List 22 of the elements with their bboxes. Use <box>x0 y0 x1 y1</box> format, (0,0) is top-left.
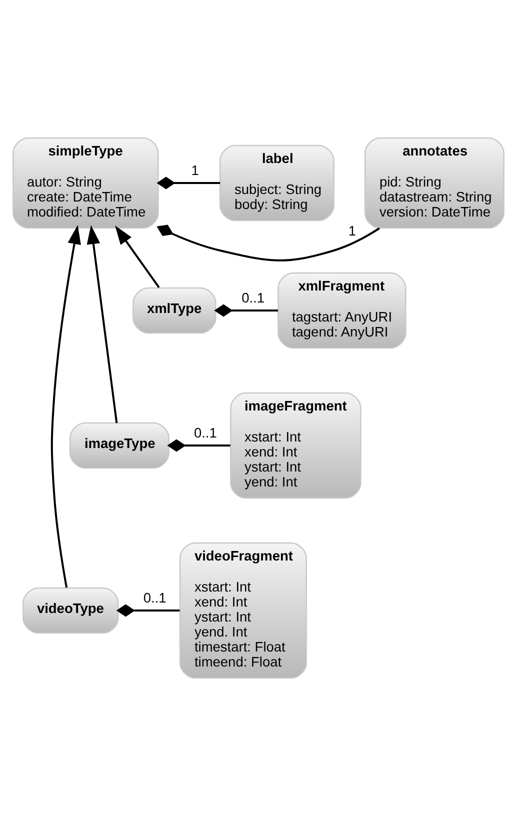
node-box: annotates pid: String datastream: String version: DateTime <box>364 137 504 229</box>
connector <box>116 604 180 617</box>
arrow <box>115 226 160 288</box>
edge-label: 0..1 <box>143 590 166 606</box>
edge-label: 1 <box>191 162 199 178</box>
node-box: imageType <box>69 422 170 469</box>
node-box: imageFragment xstart: Int xend: Int ystart: Int yend: Int <box>230 392 362 499</box>
connector <box>167 439 230 452</box>
node-box: videoType <box>22 587 119 634</box>
node-box: xmlType <box>132 287 216 334</box>
edge-label: 1 <box>348 223 356 238</box>
arrow <box>86 225 118 424</box>
node-box: simpleType autor: String create: DateTime modified: DateTime <box>12 137 159 229</box>
connector <box>156 224 380 262</box>
edge-label: 0..1 <box>194 425 217 440</box>
connector <box>214 304 278 317</box>
node-box: videoFragment xstart: Int xend: Int ystart: Int yend. Int timestart: Float timeend: Float <box>179 542 307 679</box>
node-box: label subject: String body: String <box>219 144 334 222</box>
arrow <box>50 225 81 588</box>
edge-label: 0..1 <box>242 290 265 306</box>
node-box: xmlFragment tagstart: AnyURI tagend: AnyURI <box>278 272 406 349</box>
connector <box>156 176 220 190</box>
